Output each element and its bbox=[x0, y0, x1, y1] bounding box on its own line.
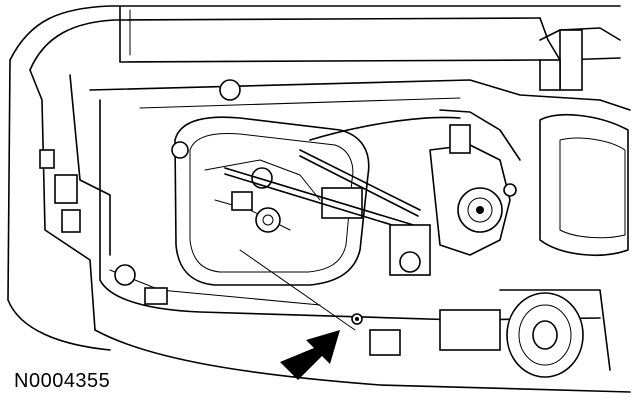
fastener-point bbox=[351, 313, 363, 325]
lower-panel-details bbox=[114, 79, 517, 356]
left-pillar bbox=[7, 59, 111, 351]
speaker bbox=[499, 289, 611, 378]
regulator-motor bbox=[389, 109, 521, 276]
right-pillar bbox=[539, 27, 629, 256]
callout-arrow bbox=[280, 330, 340, 380]
figure-id-label: N0004355 bbox=[14, 370, 111, 392]
access-opening bbox=[174, 116, 370, 286]
window-frame bbox=[9, 5, 621, 71]
